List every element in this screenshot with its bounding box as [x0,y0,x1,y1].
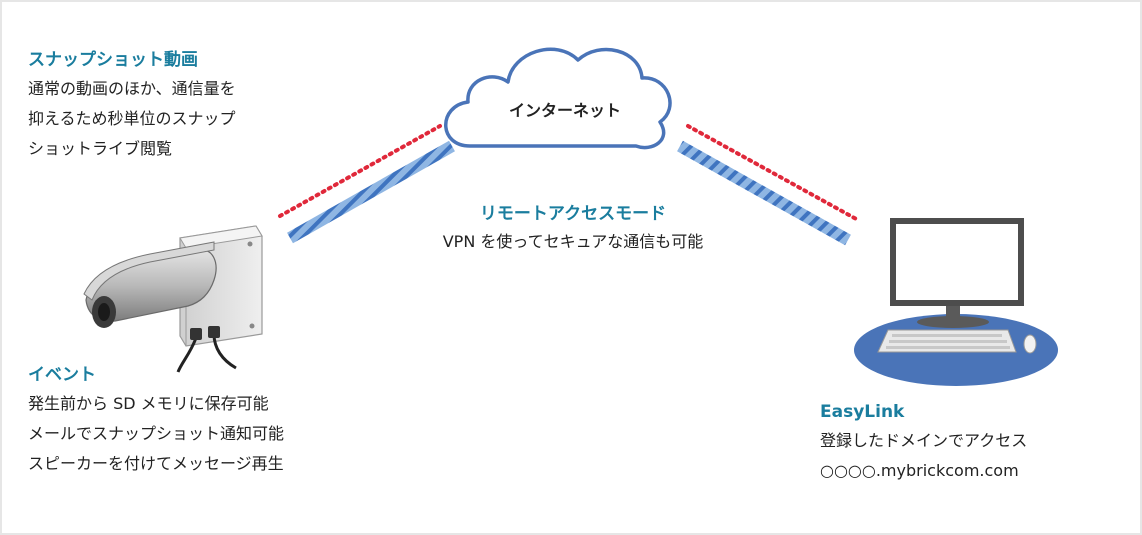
easylink-block: EasyLink 登録したドメインでアクセス ○○○○.mybrickcom.c… [820,398,1027,486]
left-vpn-cable [287,140,455,244]
snapshot-title: スナップショット動画 [28,50,198,70]
event-line: メールでスナップショット通知可能 [28,424,285,443]
snapshot-line: 通常の動画のほか、通信量を [28,79,236,98]
internet-label: インターネット [508,101,621,120]
right-vpn-cable [677,140,851,246]
snapshot-block: スナップショット動画 通常の動画のほか、通信量を 抑えるため秒単位のスナップ シ… [28,46,236,164]
event-line: 発生前から SD メモリに保存可能 [28,394,269,413]
right-dotted-link [686,124,860,222]
easylink-title: EasyLink [820,402,905,422]
easylink-line: 登録したドメインでアクセス [820,431,1028,450]
snapshot-line: 抑えるため秒単位のスナップ [28,109,236,128]
remote-access-title: リモートアクセスモード [479,204,667,224]
remote-access-block: リモートアクセスモード VPN を使ってセキュアな通信も可能 [393,201,753,257]
remote-access-description: VPN を使ってセキュアな通信も可能 [442,232,704,251]
left-dotted-link [278,124,442,218]
internet-cloud-icon [444,47,672,150]
easylink-domain: ○○○○.mybrickcom.com [820,461,1019,480]
event-line: スピーカーを付けてメッセージ再生 [28,454,284,473]
bullet-camera-icon [83,225,263,373]
event-block: イベント 発生前から SD メモリに保存可能 メールでスナップショット通知可能 … [28,361,284,479]
snapshot-line: ショットライブ閲覧 [28,139,173,158]
event-title: イベント [28,365,96,385]
computer-icon [854,218,1058,386]
